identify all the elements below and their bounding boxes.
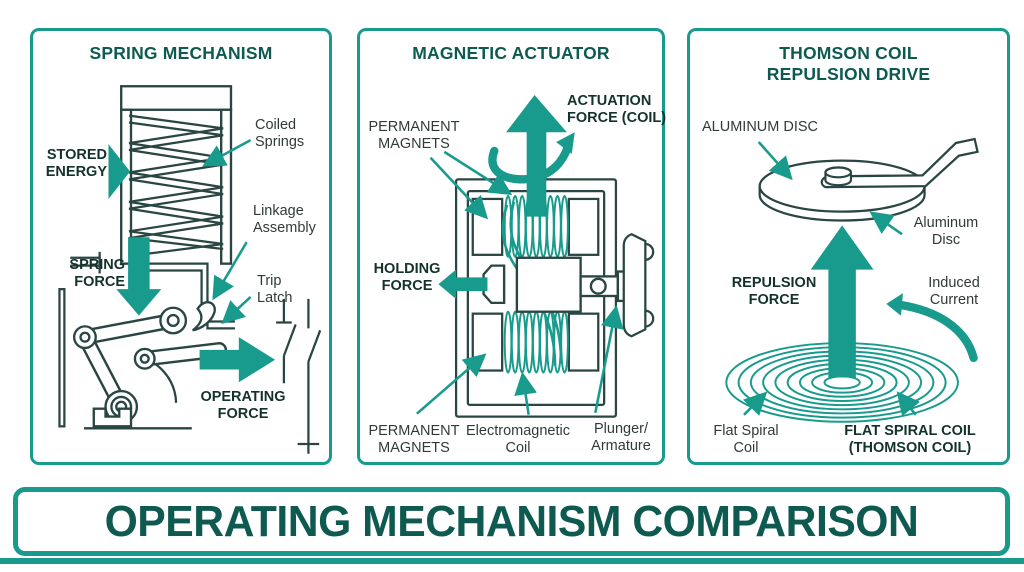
contacts-symbol: [276, 298, 322, 454]
label-actuation-force: ACTUATION FORCE (COIL): [567, 93, 667, 126]
label-trip-latch: Trip Latch: [257, 273, 293, 306]
coiled-springs-callout-arrow: [202, 139, 252, 167]
center-pin: [824, 166, 853, 187]
label-stored-energy: STORED ENERGY: [45, 147, 107, 180]
label-flat-spiral-coil: Flat Spiral Coil: [713, 423, 779, 456]
label-aluminum-disc-top: ALUMINUM DISC: [702, 119, 819, 135]
label-coiled-springs: Coiled Springs: [255, 117, 305, 150]
holding-force-arrow: [438, 269, 488, 299]
bottom-banner: OPERATING MECHANISM COMPARISON: [13, 487, 1010, 556]
operating-force-arrow: [199, 337, 276, 383]
panel-title-magnetic: MAGNETIC ACTUATOR: [412, 43, 610, 63]
spring-mechanism-diagram: [58, 85, 322, 454]
induced-current-arrow: [886, 293, 978, 363]
plunger-armature-callout-arrow: [594, 305, 624, 413]
panel-thomson-coil: THOMSON COIL REPULSION DRIVE ALUMINUM DI…: [687, 28, 1010, 465]
label-plunger-armature: Plunger/ Armature: [591, 421, 651, 454]
actuation-force-arrow: [506, 95, 567, 217]
banner-title: OPERATING MECHANISM COMPARISON: [104, 496, 919, 546]
panel-magnetic-actuator: MAGNETIC ACTUATOR ACTUATION FORCE (COIL)…: [357, 28, 666, 465]
panel-title-spring: SPRING MECHANISM: [89, 43, 273, 63]
label-induced-current: Induced Current: [928, 275, 980, 308]
label-electromagnetic-coil: Electromagnetic Coil: [466, 423, 570, 456]
magnetic-actuator-diagram: [416, 95, 655, 418]
linkage-pivots: [72, 306, 188, 424]
panel-spring-mechanism: SPRING MECHANISM STORED ENERGY Coiled Sp…: [30, 28, 332, 465]
label-permanent-magnets-top: PERMANENT MAGNETS: [368, 119, 460, 152]
label-aluminum-disc-right: Aluminum Disc: [913, 215, 979, 248]
label-holding-force: HOLDING FORCE: [373, 261, 441, 294]
rotation-arrow: [488, 132, 575, 184]
aluminum-disc-right-callout-arrow: [869, 211, 903, 236]
stored-energy-pointer: [108, 144, 131, 199]
trip-latch-callout-arrow: [221, 296, 252, 325]
panel-title-thomson: THOMSON COIL REPULSION DRIVE: [766, 43, 931, 84]
contact-blade: [622, 233, 655, 338]
label-operating-force: OPERATING FORCE: [200, 389, 286, 422]
bottom-accent-strip: [0, 558, 1024, 564]
aluminum-disc-top-callout-arrow: [757, 141, 793, 181]
trip-latch-hook: [192, 301, 216, 332]
callout-arrows: [742, 141, 921, 417]
callout-arrows: [202, 139, 252, 325]
permanent-magnets-callout-arrow-1: [429, 156, 489, 220]
flat-spiral-coil-callout-arrow: [742, 391, 768, 416]
linkage-mount: [83, 407, 192, 430]
label-flat-spiral-coil-bold: FLAT SPIRAL COIL (THOMSON COIL): [844, 423, 976, 456]
electromagnetic-coil-callout-arrow: [514, 371, 537, 415]
permanent-magnets-bottom-callout-arrow: [416, 353, 487, 415]
label-spring-force: SPRING FORCE: [69, 257, 125, 290]
thomson-coil-callout-arrow: [896, 391, 921, 417]
callout-arrows: [416, 150, 624, 415]
permanent-magnets-callout-arrow-2: [443, 150, 513, 196]
permanent-magnet-blocks: [471, 197, 600, 372]
repulsion-force-arrow: [810, 225, 874, 378]
spring-force-arrow: [116, 237, 162, 316]
label-repulsion-force: REPULSION FORCE: [731, 275, 817, 308]
label-linkage-assembly: Linkage Assembly: [253, 203, 316, 236]
coiled-spring: [128, 114, 224, 257]
thomson-coil-diagram: [725, 137, 979, 423]
label-permanent-magnets-bottom: PERMANENT MAGNETS: [368, 423, 460, 456]
linkage-assembly-callout-arrow: [212, 241, 248, 301]
